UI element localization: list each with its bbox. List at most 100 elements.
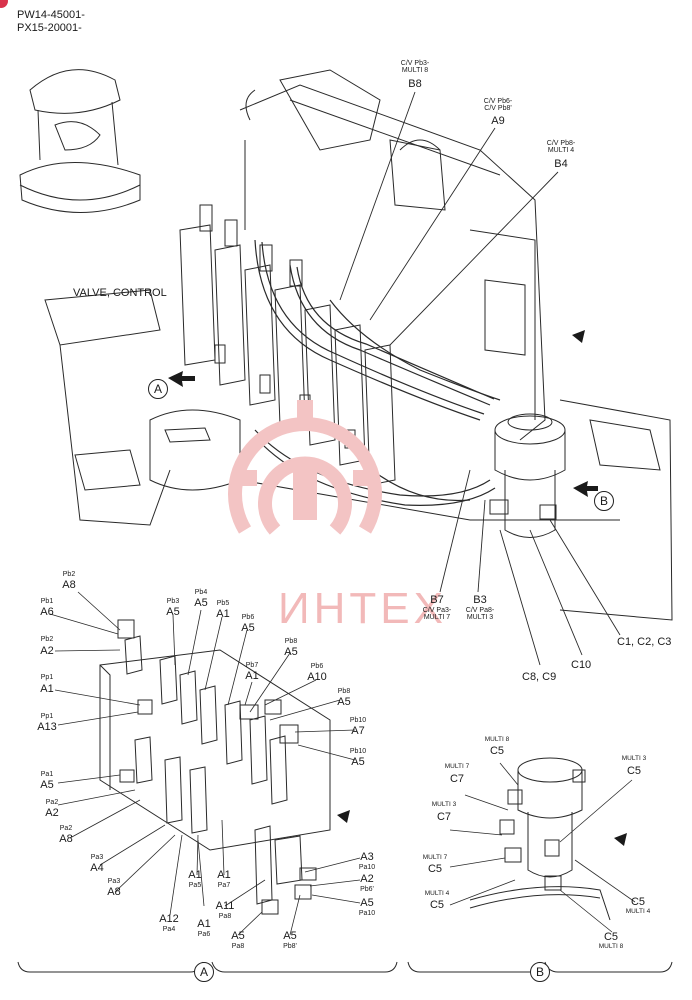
callout-b7-sub: C/V Pa3- MULTI 7 <box>422 607 452 621</box>
machine-thumbnail <box>19 69 141 213</box>
code-c5-multi3-right: C5 <box>626 765 642 777</box>
code-pb10-a: A7 <box>351 725 365 737</box>
code-pb6-prime: A2 <box>360 873 374 885</box>
code-c5-multi4-right: C5 <box>630 896 646 908</box>
code-pa1: A5 <box>40 779 54 791</box>
multi-4-right: MULTI 4 <box>625 908 651 915</box>
code-pa2-b: A8 <box>59 833 73 845</box>
code-pa2: A2 <box>45 807 59 819</box>
code-pb3: A5 <box>166 606 180 618</box>
callout-b8: B8 <box>408 78 422 90</box>
watermark-text: ИНТЕХ <box>278 584 447 633</box>
code-a12: A12 <box>159 913 179 925</box>
multi-8-bottom: MULTI 8 <box>598 943 624 950</box>
port-pb10-b: Pb10 <box>349 748 367 755</box>
watermark-logo <box>228 400 382 535</box>
port-pb2-a: Pb2 <box>62 571 76 578</box>
code-c7-multi3-left: C7 <box>436 811 452 823</box>
detail-a-leaders <box>49 591 361 936</box>
code-pb10-b: A5 <box>351 756 365 768</box>
port-pa6: Pa6 <box>197 931 211 938</box>
port-pa7: Pa7 <box>217 882 231 889</box>
port-pb6-r: Pb6 <box>310 663 324 670</box>
callout-b3-sub: C/V Pa8- MULTI 3 <box>465 607 495 621</box>
port-pp1: Pp1 <box>40 674 54 681</box>
callout-b4: B4 <box>554 158 568 170</box>
multi-3-left: MULTI 3 <box>431 801 457 808</box>
callout-b4-sub: C/V Pb8- MULTI 4 <box>546 140 576 154</box>
port-pb3: Pb3 <box>166 598 180 605</box>
port-pb2-b: Pb2 <box>40 636 54 643</box>
code-pa3-b: A8 <box>107 886 121 898</box>
view-arrows <box>168 330 627 846</box>
code-a11: A11 <box>215 900 235 912</box>
code-pb7: A1 <box>245 670 259 682</box>
multi-3-right: MULTI 3 <box>621 755 647 762</box>
serial-range-line-2: PX15-20001- <box>17 22 82 34</box>
code-c5-multi8-bottom: C5 <box>603 931 619 943</box>
view-a-marker: A <box>148 379 168 399</box>
port-pb8-prime: Pb8' <box>283 943 297 950</box>
code-pa7: A1 <box>217 869 231 881</box>
port-pb7: Pb7 <box>245 662 259 669</box>
multi-4-left: MULTI 4 <box>424 890 450 897</box>
code-pb1: A6 <box>40 606 54 618</box>
code-pa10-b: A5 <box>360 897 374 909</box>
callout-c8-c9: C8, C9 <box>522 671 557 683</box>
code-pa8-b: A5 <box>231 930 245 942</box>
callout-c1-c2-c3: C1, C2, C3 <box>617 636 672 648</box>
code-c5-multi4-left: C5 <box>429 899 445 911</box>
code-pa5: A1 <box>188 869 202 881</box>
port-pb6-prime: Pb6' <box>360 886 374 893</box>
port-pa3-b: Pa3 <box>107 878 121 885</box>
callout-b3: B3 <box>473 594 487 606</box>
port-pa1: Pa1 <box>40 771 54 778</box>
view-b-marker: B <box>594 491 614 511</box>
detail-b-multi-valve <box>469 757 611 921</box>
multi-7-top: MULTI 7 <box>444 763 470 770</box>
port-pa8: Pa8 <box>218 913 232 920</box>
port-pa3: Pa3 <box>90 854 104 861</box>
port-pb1: Pb1 <box>40 598 54 605</box>
detail-b-leaders <box>449 762 636 933</box>
port-pa10-b: Pa10 <box>358 910 376 917</box>
callout-b7: B7 <box>430 594 444 606</box>
port-pb6: Pb6 <box>241 614 255 621</box>
code-a10: A10 <box>307 671 327 683</box>
code-pp1: A1 <box>40 683 54 695</box>
detail-a-valve-block <box>99 619 331 915</box>
port-pb10-a: Pb10 <box>349 717 367 724</box>
port-pb8: Pb8 <box>284 638 298 645</box>
port-pb8-r: Pb8 <box>337 688 351 695</box>
callout-c10: C10 <box>571 659 592 671</box>
port-pa10: Pa10 <box>358 864 376 871</box>
port-pa2-b: Pa2 <box>59 825 73 832</box>
port-pb5: Pb5 <box>216 600 230 607</box>
code-c5-multi8-top: C5 <box>489 745 505 757</box>
multi-8-top: MULTI 8 <box>484 736 510 743</box>
code-pb2-b: A2 <box>40 645 54 657</box>
code-pa10: A3 <box>360 851 374 863</box>
page-corner-badge <box>0 0 8 8</box>
code-pb4: A5 <box>194 597 208 609</box>
serial-range-line-1: PW14-45001- <box>17 9 85 21</box>
port-pa8-b: Pa8 <box>231 943 245 950</box>
overview-leaders <box>339 91 621 666</box>
section-b-marker: B <box>530 962 550 982</box>
port-pa4: Pa4 <box>162 926 176 933</box>
code-pb8: A5 <box>284 646 298 658</box>
code-pb8-prime: A5 <box>283 930 297 942</box>
code-pb8-r: A5 <box>337 696 351 708</box>
code-pb6: A5 <box>241 622 255 634</box>
code-c7-multi7-top: C7 <box>449 773 465 785</box>
overview-multi-valve <box>489 413 566 538</box>
port-pa5: Pa5 <box>188 882 202 889</box>
callout-b8-sub: C/V Pb3- MULTI 8 <box>400 60 430 74</box>
port-pp1-b: Pp1 <box>40 713 54 720</box>
callout-a9-sub: C/V Pb6- C/V Pb8' <box>483 98 513 112</box>
code-pb2-a: A8 <box>62 579 76 591</box>
multi-7-left: MULTI 7 <box>422 854 448 861</box>
code-c5-multi7-left: C5 <box>427 863 443 875</box>
valve-control-label: VALVE, CONTROL <box>73 287 167 299</box>
